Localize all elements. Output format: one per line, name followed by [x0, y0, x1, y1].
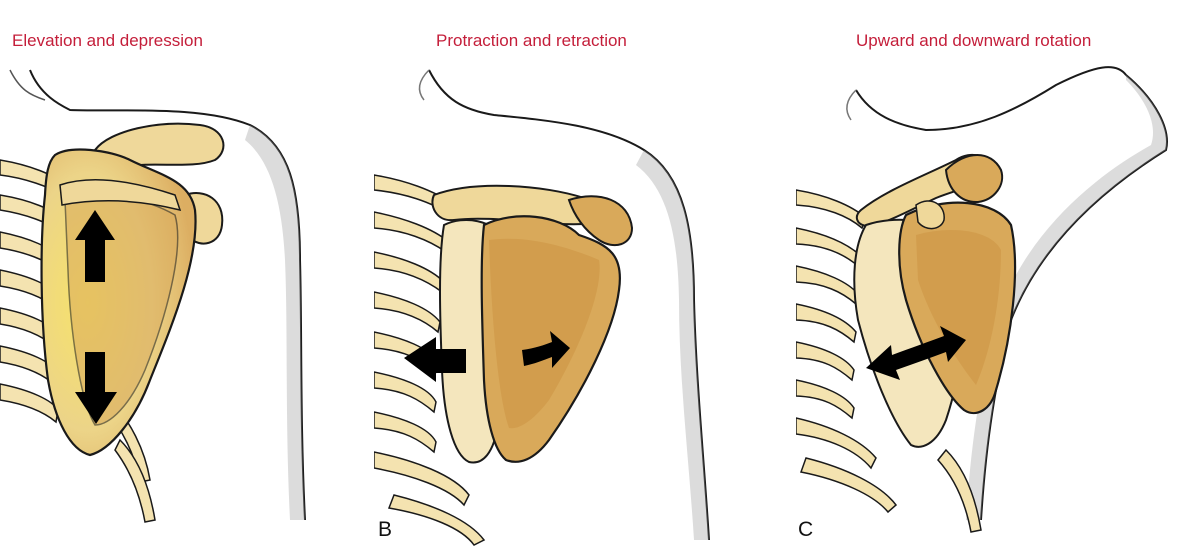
- panel-a-title: Elevation and depression: [12, 31, 203, 50]
- right-arrow: [522, 331, 570, 368]
- down-arrow: [75, 352, 117, 424]
- panel-a-elevation-depression: Elevation and depression: [0, 0, 400, 551]
- panel-c-letter: C: [798, 518, 814, 541]
- up-arrow: [75, 210, 115, 282]
- panel-c-upward-downward-rotation: Upward and downward rotation C: [796, 0, 1200, 551]
- panel-c-title: Upward and downward rotation: [856, 31, 1092, 50]
- double-headed-curved-arrow: [866, 326, 966, 380]
- panel-b-letter: B: [378, 518, 393, 541]
- panel-b-illustration: [374, 69, 710, 546]
- panel-a-illustration: [0, 69, 306, 523]
- left-arrow: [404, 337, 466, 382]
- panel-b-title: Protraction and retraction: [436, 31, 627, 50]
- panel-c-illustration: [796, 66, 1168, 533]
- panel-b-protraction-retraction: Protraction and retraction B: [374, 0, 804, 551]
